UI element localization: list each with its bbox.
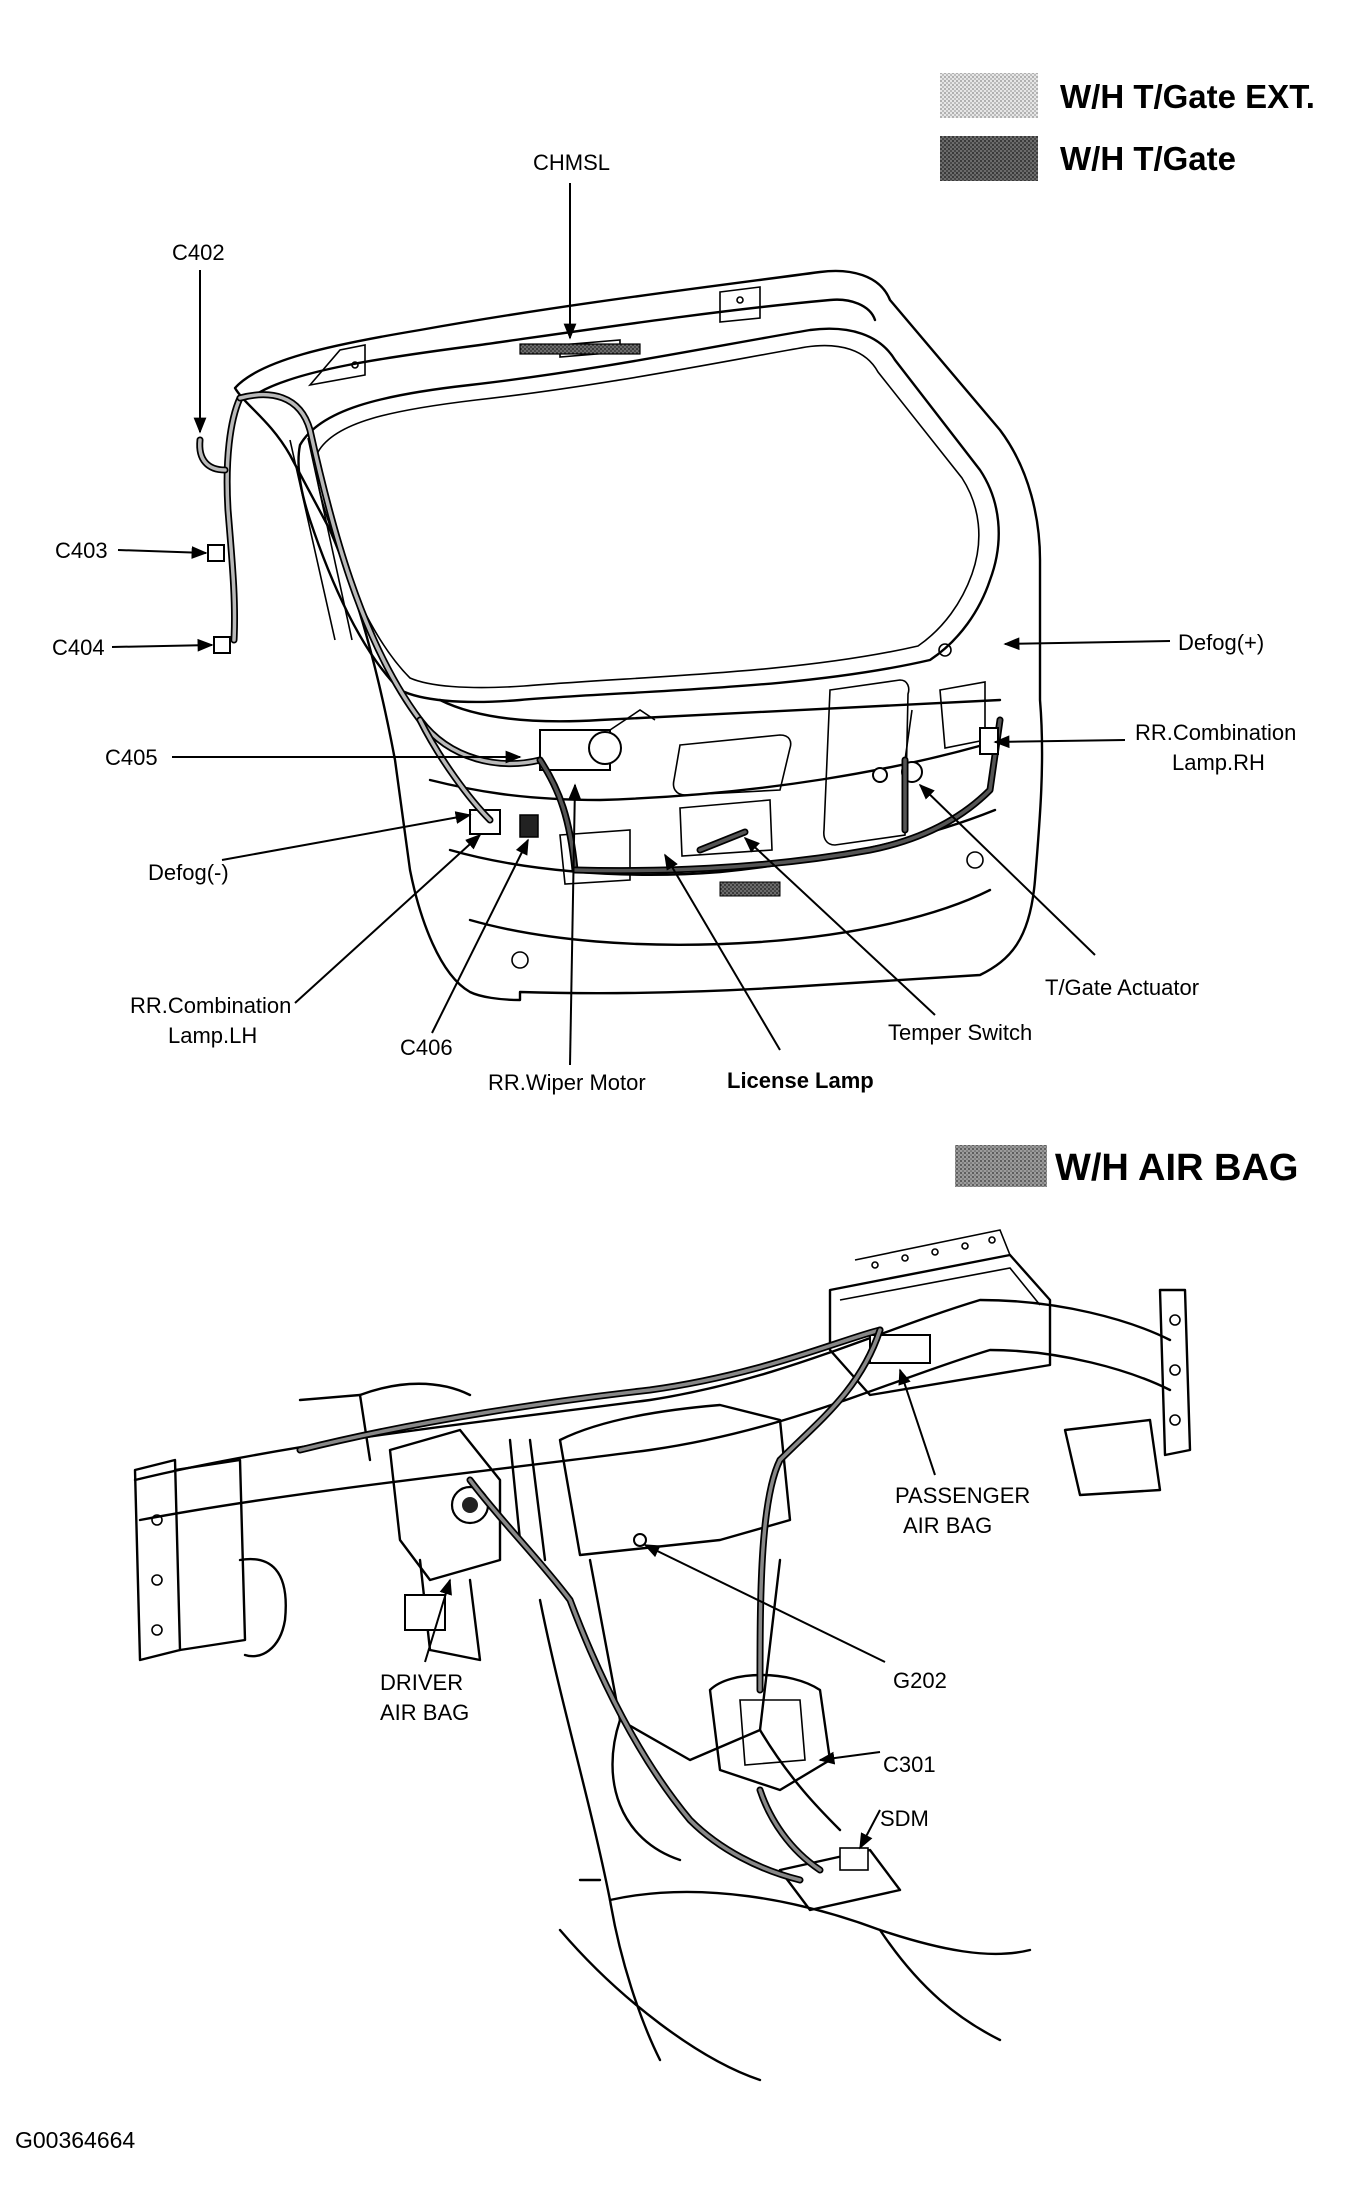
tailgate-actuator: [872, 709, 923, 783]
g202-ground: [633, 1533, 647, 1547]
label-chmsl: CHMSL: [533, 150, 610, 175]
legend-swatch-ext: [940, 73, 1038, 118]
legend-swatch-tgate: [940, 136, 1038, 181]
wiper-motor: [539, 709, 656, 771]
label-rr-comb-rh-line2: Lamp.RH: [1172, 750, 1265, 775]
label-tgate-actuator: T/Gate Actuator: [1045, 975, 1199, 1000]
label-c404: C404: [52, 635, 105, 660]
legend-label-ext: W/H T/Gate EXT.: [1060, 78, 1315, 115]
label-c406: C406: [400, 1035, 453, 1060]
label-driver-line2: AIR BAG: [380, 1700, 469, 1725]
legend-swatch-airbag: [955, 1145, 1047, 1187]
legend-tgate: W/H T/Gate: [940, 136, 1236, 181]
label-defog-minus: Defog(-): [148, 860, 229, 885]
c403-connector: [207, 544, 225, 562]
legend-tgate-ext: W/H T/Gate EXT.: [940, 73, 1315, 118]
label-passenger-line1: PASSENGER: [895, 1483, 1030, 1508]
legend-label-airbag: W/H AIR BAG: [1055, 1147, 1298, 1189]
label-rr-wiper-motor: RR.Wiper Motor: [488, 1070, 646, 1095]
chmsl-lamp: [519, 343, 641, 355]
sdm-module: [778, 1847, 902, 1912]
label-sdm: SDM: [880, 1806, 929, 1831]
tailgate-leaders: [111, 183, 1171, 1066]
legend-air-bag: W/H AIR BAG: [955, 1145, 1298, 1189]
label-temper-switch: Temper Switch: [888, 1020, 1032, 1045]
label-rr-comb-lh-line1: RR.Combination: [130, 993, 291, 1018]
label-rr-comb-lh-line2: Lamp.LH: [168, 1023, 257, 1048]
label-defog-plus: Defog(+): [1178, 630, 1264, 655]
label-driver-line1: DRIVER: [380, 1670, 463, 1695]
legend-label-tgate: W/H T/Gate: [1060, 140, 1236, 177]
label-c301: C301: [883, 1752, 936, 1777]
label-rr-comb-rh-line1: RR.Combination: [1135, 720, 1296, 745]
airbag-leaders: [424, 1368, 936, 1850]
label-c403: C403: [55, 538, 108, 563]
c404-connector: [213, 636, 231, 654]
label-c402: C402: [172, 240, 225, 265]
label-passenger-line2: AIR BAG: [903, 1513, 992, 1538]
label-license-lamp: License Lamp: [727, 1068, 874, 1093]
driver-airbag-area: [388, 1428, 502, 1662]
tailgate-illustration: [196, 269, 1044, 1002]
label-c405: C405: [105, 745, 158, 770]
airbag-illustration: [133, 1229, 1192, 2082]
figure-code: G00364664: [15, 2127, 135, 2153]
label-g202: G202: [893, 1668, 947, 1693]
